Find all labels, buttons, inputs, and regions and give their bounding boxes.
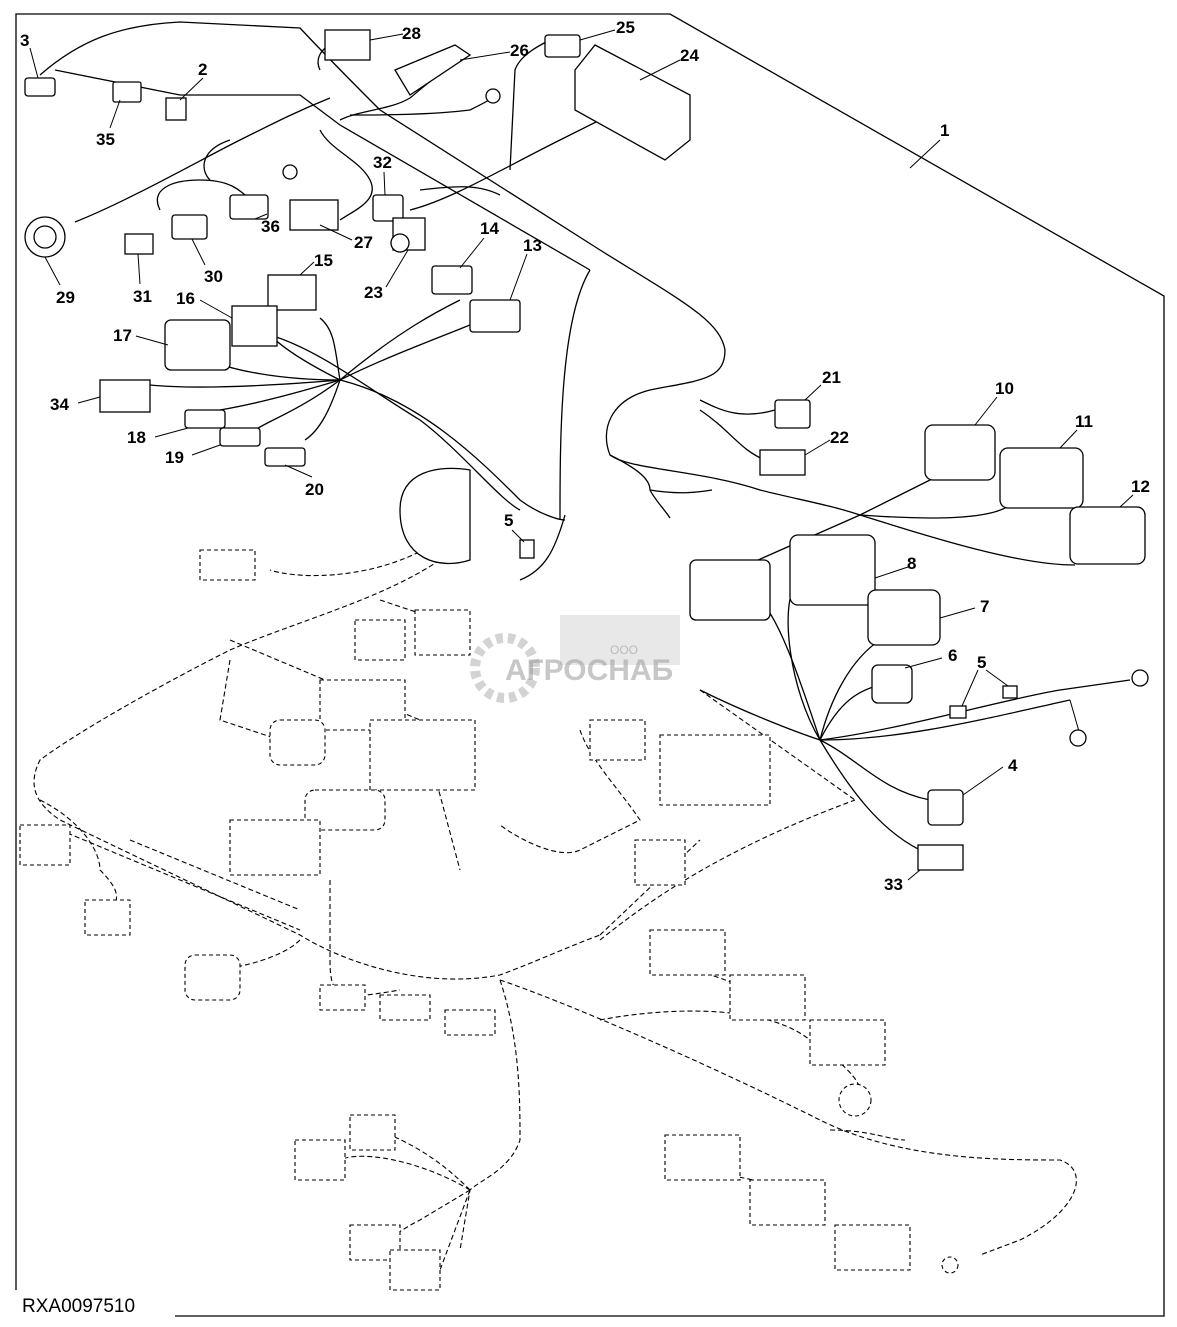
callout-18: 18 (127, 428, 146, 447)
ring-terminal (1069, 729, 1087, 747)
diagram-border (15, 13, 1165, 1317)
callout-12: 12 (1131, 477, 1150, 496)
connector-26 (394, 44, 472, 96)
connector-8 (789, 534, 876, 606)
callout-5b: 5 (977, 653, 986, 672)
connector-11 (999, 447, 1084, 509)
connector-16 (231, 305, 278, 347)
connectors (24, 29, 1149, 871)
callout-14: 14 (480, 219, 499, 238)
callout-35: 35 (96, 130, 115, 149)
connector-14 (431, 265, 473, 295)
connector-31 (124, 233, 154, 255)
callout-5: 5 (504, 511, 513, 530)
secondary-harness-dashed (33, 539, 1077, 1271)
connector-25 (544, 34, 581, 58)
watermark-logo: ООО АГРОСНАБ (470, 615, 680, 703)
callout-23: 23 (364, 283, 383, 302)
callout-3: 3 (20, 31, 29, 50)
callout-31: 31 (133, 287, 152, 306)
connector-4 (927, 789, 964, 826)
callout-34: 34 (50, 395, 69, 414)
connector-cover (399, 467, 471, 565)
connector-17 (164, 319, 231, 371)
connector-24 (574, 44, 691, 161)
callout-26: 26 (510, 41, 529, 60)
connector-35 (112, 81, 142, 103)
connector-36 (229, 194, 269, 220)
callout-16: 16 (176, 289, 195, 308)
connector-19 (219, 427, 261, 447)
watermark-brand: АГРОСНАБ (505, 654, 673, 687)
callout-29: 29 (56, 288, 75, 307)
callout-22: 22 (830, 428, 849, 447)
callout-32: 32 (373, 153, 392, 172)
callout-15: 15 (314, 251, 333, 270)
leader-lines (29, 29, 1134, 881)
callout-13: 13 (523, 236, 542, 255)
connector-22 (759, 449, 806, 476)
connector-10 (924, 424, 996, 481)
drawing-code: RXA0097510 (22, 1296, 135, 1317)
ring-terminal (282, 164, 298, 180)
callout-21: 21 (822, 368, 841, 387)
secondary-connectors (19, 549, 959, 1291)
callout-7: 7 (980, 597, 989, 616)
callout-20: 20 (305, 480, 324, 499)
connector-7 (867, 589, 941, 646)
callout-6: 6 (948, 646, 957, 665)
connector-2 (165, 97, 187, 121)
connector-28 (324, 29, 371, 61)
connector-21 (774, 399, 811, 429)
callout-19: 19 (165, 448, 184, 467)
callout-11: 11 (1075, 412, 1093, 431)
connector-27 (289, 199, 339, 231)
callout-30: 30 (204, 267, 223, 286)
connector-15 (267, 274, 317, 311)
callout-1: 1 (940, 121, 949, 140)
connector-32 (372, 194, 404, 222)
callout-8: 8 (907, 554, 916, 573)
connector-18 (184, 409, 226, 429)
ring-terminal (1131, 669, 1149, 687)
callout-24: 24 (680, 46, 699, 65)
callout-33: 33 (884, 875, 903, 894)
connector-12 (1069, 506, 1146, 565)
clip-5 (949, 705, 967, 719)
connector-3 (24, 77, 56, 97)
connector-13 (469, 299, 521, 333)
callout-36: 36 (261, 217, 280, 236)
callout-4: 4 (1008, 756, 1018, 775)
connector-34 (99, 379, 151, 413)
callout-27: 27 (354, 233, 373, 252)
connector-6 (871, 664, 913, 704)
clip-5 (1002, 685, 1018, 699)
connector-30 (171, 214, 208, 240)
connector-9 (689, 559, 771, 621)
clip-5 (519, 539, 535, 559)
callout-2: 2 (198, 60, 207, 79)
connector-20 (264, 447, 306, 467)
callout-labels: 3 35 2 28 26 25 24 1 32 14 13 15 27 23 2… (20, 18, 1150, 894)
connector-33 (917, 844, 964, 871)
callout-25: 25 (616, 18, 635, 37)
callout-10: 10 (995, 379, 1014, 398)
watermark-prefix: ООО (610, 643, 638, 657)
callout-28: 28 (402, 24, 421, 43)
ring-terminal (485, 88, 501, 104)
callout-17: 17 (113, 326, 132, 345)
